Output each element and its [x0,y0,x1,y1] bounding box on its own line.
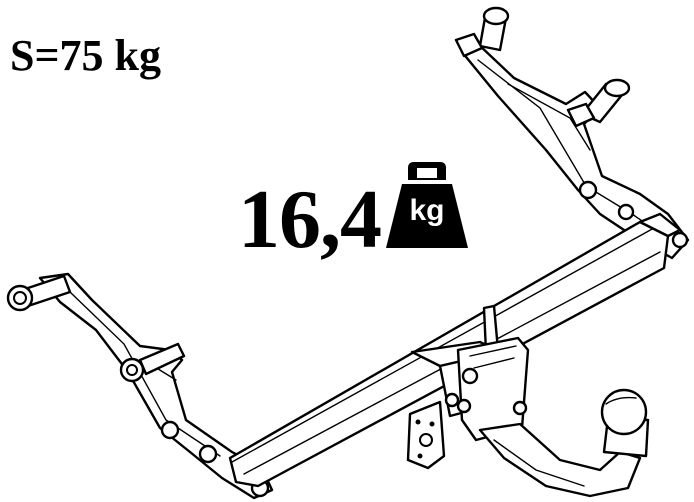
weight-unit-label: kg [409,194,445,227]
kettlebell-weight-icon [386,162,468,248]
right-mounting-bracket [454,6,690,260]
weight-value: 16,4 [238,173,382,266]
vertical-load-label: S=75 kg [10,31,162,80]
center-mount [406,304,650,498]
